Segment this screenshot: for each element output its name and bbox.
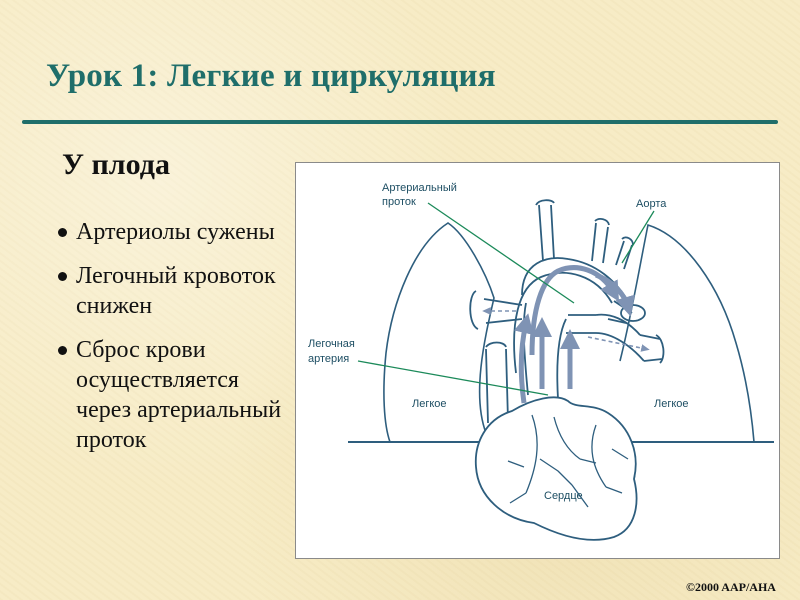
bullet-item-shunt: Сброс крови осуществляется через артериа… — [58, 335, 290, 455]
bullet-dot-icon — [58, 228, 67, 237]
copyright-notice: ©2000 AAP/AHA — [686, 580, 776, 594]
title-divider — [22, 120, 778, 124]
bullet-dot-icon — [58, 272, 67, 281]
flow-arrow-left-up — [514, 313, 534, 404]
label-ductus-line1: Артериальный — [382, 182, 457, 194]
leader-line-aorta — [621, 210, 655, 264]
label-pulmonary-line2: артерия — [308, 353, 349, 365]
leader-line-ductus — [427, 202, 575, 304]
bullet-dot-icon — [58, 346, 67, 355]
aorta-opening — [620, 304, 646, 322]
bullet-item-pulmonary-flow: Легочный кровоток снижен — [58, 261, 290, 321]
label-right-lung: Легкое — [654, 398, 689, 410]
vena-cava-outline — [485, 341, 509, 424]
section-heading: У плода — [62, 148, 170, 181]
label-left-lung: Легкое — [412, 398, 447, 410]
label-ductus-line2: проток — [382, 196, 416, 208]
heart-vessels-detail — [507, 414, 629, 508]
bullet-text: Артериолы сужены — [76, 219, 275, 245]
slide-title: Урок 1: Легкие и циркуляция — [46, 58, 496, 94]
label-pulmonary-line1: Легочная — [308, 338, 355, 350]
leader-line-pulmonary — [357, 360, 549, 396]
label-aorta: Аорта — [636, 198, 667, 210]
flow-arrow-aorta-down — [595, 272, 635, 317]
fetal-circulation-diagram: Артериальный проток Аорта Легочная артер… — [295, 162, 780, 559]
label-heart: Сердце — [544, 490, 583, 502]
heart-diagram-illustration: Артериальный проток Аорта Легочная артер… — [308, 182, 774, 541]
flow-arrow-to-right-lung — [587, 336, 650, 352]
heart-outline — [474, 396, 638, 541]
bullet-list: Артериолы сужены Легочный кровоток сниже… — [58, 217, 290, 469]
right-lung-outline — [619, 223, 755, 443]
bullet-item-arterioles: Артериолы сужены — [58, 217, 290, 247]
bullet-text: Легочный кровоток снижен — [76, 263, 276, 319]
left-pulmonary-branch-outline — [469, 290, 523, 330]
bullet-text: Сброс крови осуществляется через артериа… — [76, 337, 282, 453]
left-lung-outline — [383, 222, 495, 443]
